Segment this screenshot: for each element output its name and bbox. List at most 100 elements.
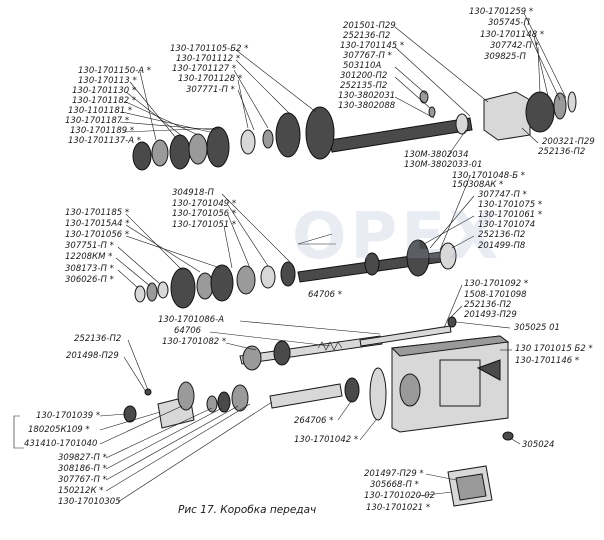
- filler-plug: [447, 316, 457, 328]
- part-label: 305025 01: [514, 323, 560, 333]
- input-shaft-assembly: [123, 377, 360, 429]
- input-ring-1: [206, 395, 218, 413]
- cs-gear-1: [170, 267, 196, 309]
- shaft-bearing: [455, 113, 469, 135]
- gear-large-2: [305, 106, 335, 160]
- part-label: 130-1701049 *: [172, 199, 237, 209]
- part-label: 201498-П29: [66, 351, 119, 361]
- cs-washer-1: [134, 285, 146, 303]
- cs-gear-4: [236, 265, 256, 295]
- idler-gear-1: [242, 345, 262, 371]
- reverse-idler-assembly: [239, 325, 452, 371]
- part-label: 307747-П *: [478, 190, 527, 200]
- cs-gear-3: [210, 264, 234, 302]
- part-label: 503110А: [343, 61, 382, 71]
- part-label: 130-1701048-Б *: [452, 171, 525, 181]
- cs-washer-2: [146, 282, 158, 302]
- part-label: 201497-П29 *: [364, 469, 424, 479]
- part-label: 307742-П *: [490, 41, 539, 51]
- gearbox-housing: [369, 316, 514, 441]
- part-label: 130-3802088: [338, 101, 396, 111]
- cs-gear-5: [364, 252, 380, 276]
- input-gear: [344, 377, 360, 403]
- part-label: 307751-П *: [65, 241, 114, 251]
- housing-rib: [476, 359, 501, 381]
- cs-ring: [280, 261, 296, 287]
- part-label: 252135-П2: [340, 81, 388, 91]
- part-label: 201501-П29: [343, 21, 396, 31]
- part-label: 150212К *: [58, 486, 104, 496]
- part-label: 130-1701105-Б2 *: [170, 44, 249, 54]
- shift-rod: [359, 325, 452, 347]
- ring-small: [262, 129, 274, 149]
- part-label: 264706 *: [294, 416, 334, 426]
- input-hub: [177, 381, 195, 411]
- part-label: 130-1701150-А *: [78, 66, 151, 76]
- part-label: 130М-3802033-01: [404, 160, 483, 170]
- bearing-ring: [240, 129, 256, 155]
- part-label: 130-1701074: [478, 220, 536, 230]
- gear-large-1: [275, 112, 301, 158]
- part-label: 130-1701137-А *: [68, 136, 141, 146]
- part-label: 304918-П: [172, 188, 214, 198]
- part-label: 180205К109 *: [28, 425, 90, 435]
- part-label: 130-1701086-А: [158, 315, 225, 325]
- leader-lines: [99, 12, 567, 503]
- group-bracket: [13, 415, 24, 449]
- part-label: 309825-П: [484, 52, 526, 62]
- part-label: 130-1701056 *: [65, 230, 130, 240]
- gasket-ring: [369, 367, 387, 421]
- part-label: 130-1701259 *: [469, 7, 534, 17]
- top-cover-assembly: [447, 465, 493, 507]
- synchro-ring: [151, 139, 169, 167]
- part-label: 130М-3802034: [404, 150, 469, 160]
- top-cover-inner: [455, 473, 487, 501]
- part-label: 150308АК *: [452, 180, 504, 190]
- part-label: 305668-П *: [370, 480, 419, 490]
- part-label: 130-1701061 *: [478, 210, 543, 220]
- part-label: 1508-1701098: [464, 290, 527, 300]
- cs-end-cover: [439, 242, 457, 270]
- part-label: 130-1701189 *: [70, 126, 135, 136]
- housing-top: [390, 335, 510, 357]
- main-shaft: [329, 117, 473, 153]
- input-ring-2: [217, 391, 231, 413]
- part-label: 252136-П2: [464, 300, 512, 310]
- part-label: 130-1701182 *: [72, 96, 137, 106]
- part-label: 130-1701146 *: [515, 356, 580, 366]
- part-label: 130-17010305: [58, 497, 121, 507]
- gear-small-left: [132, 141, 152, 171]
- rear-cover: [483, 91, 531, 141]
- part-label: 130-1701128 *: [178, 74, 243, 84]
- part-label: 130-1701148 *: [480, 30, 545, 40]
- part-label: 431410-1701040: [24, 439, 98, 449]
- part-label: 130-3802031: [338, 91, 396, 101]
- part-label: 130-1701042 *: [294, 435, 359, 445]
- part-label: 130-1701130 *: [72, 86, 137, 96]
- gear-a: [169, 134, 191, 170]
- part-label: 130-1701127 *: [172, 64, 237, 74]
- part-label: 130 1701015 Б2 *: [515, 344, 593, 354]
- part-label: 130-1701092 *: [464, 279, 529, 289]
- part-label: 130-1701112 *: [176, 54, 241, 64]
- part-label: 308186-П *: [58, 464, 107, 474]
- idler-spring: [317, 341, 343, 351]
- part-label: 309827-П *: [58, 453, 107, 463]
- part-label: 130-1701056 *: [172, 209, 237, 219]
- gear-b: [188, 133, 208, 165]
- part-label: 252136-П2: [478, 230, 526, 240]
- idler-gear-2: [273, 340, 291, 366]
- part-label: 130-1701185 *: [65, 208, 130, 218]
- cs-bearing: [260, 265, 276, 289]
- input-ring-3: [231, 384, 249, 412]
- part-label: 252136-П2: [538, 147, 586, 157]
- cover-ring-1: [553, 92, 567, 120]
- part-label: 252136-П2: [343, 31, 391, 41]
- part-label: 308173-П *: [65, 264, 114, 274]
- cs-gear-2: [196, 272, 214, 300]
- part-label: 307767-П *: [58, 475, 107, 485]
- gear-c: [206, 126, 230, 168]
- part-label: 12208КМ *: [65, 252, 113, 262]
- cs-end-gear: [406, 239, 430, 277]
- part-label: 201499-П8: [478, 241, 526, 251]
